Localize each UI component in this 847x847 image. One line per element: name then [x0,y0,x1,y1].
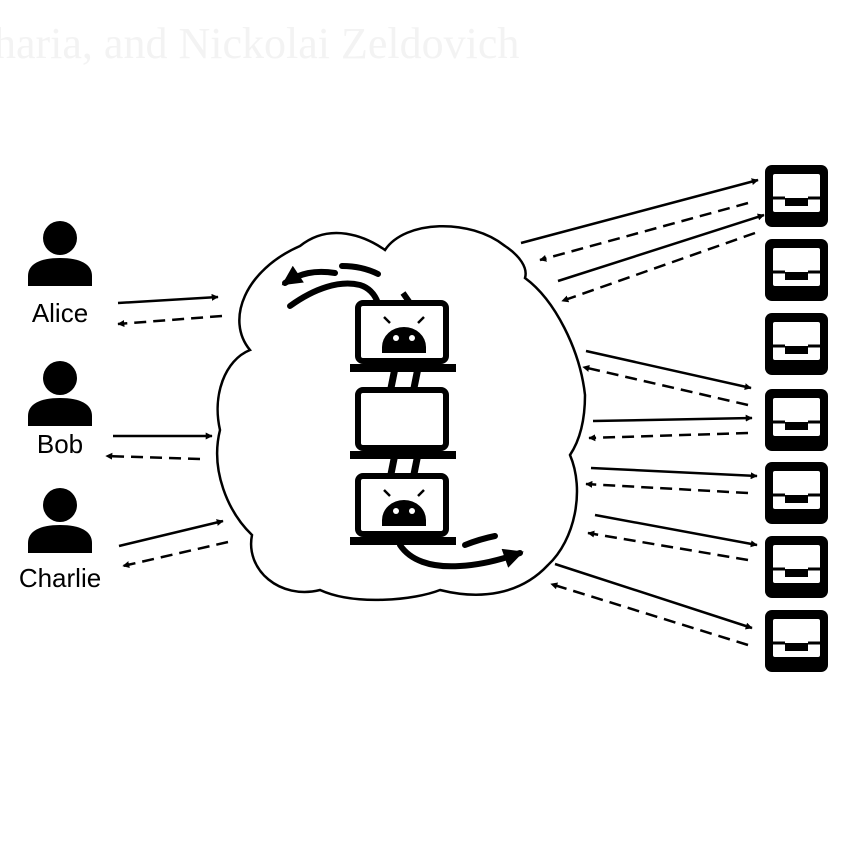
server-5 [765,462,828,524]
user-name-label: Charlie [19,563,101,593]
server-4b-request-arrow [592,414,753,423]
server-6-response-arrow [587,530,749,562]
server-7-response-arrow [550,582,749,647]
cloud-device-3 [350,473,456,545]
alice-response-arrow [117,314,223,328]
server-icon [765,313,828,375]
server-icon [765,239,828,301]
server-6-request-arrow [594,513,758,548]
server-icon [765,165,828,227]
server-1 [765,165,828,227]
user-name-label: Alice [32,298,88,328]
person-icon [28,221,92,286]
server-4b-response-arrow [588,431,749,442]
server-7 [765,610,828,672]
server-icon [765,462,828,524]
server-3 [765,313,828,375]
user-bob: Bob [28,361,92,459]
charlie-request-arrow [118,519,224,548]
user-alice: Alice [28,221,92,328]
server-icon [765,536,828,598]
server-icon [765,610,828,672]
header-fragment: haria, and Nickolai Zeldovich [0,19,520,68]
server-2-request-arrow [557,213,765,283]
person-icon [28,361,92,426]
server-6 [765,536,828,598]
flow-arrow-bottom [397,542,524,570]
flow-arrow-top [287,280,381,309]
person-icon [28,488,92,553]
server-1-response-arrow [539,201,749,262]
cloud-device-1 [350,300,456,372]
android-laptop-icon [350,300,456,372]
user-charlie: Charlie [19,488,101,593]
android-laptop-icon [350,473,456,545]
cloud-flow-arrows [281,263,524,570]
flow-dash-bottom [462,533,498,548]
flow-dash-top [339,263,381,277]
bob-response-arrow [105,452,201,461]
flow-arrow-top-head [281,265,338,286]
server-4 [765,389,828,451]
user-arrows [105,293,229,569]
user-name-label: Bob [37,429,83,459]
charlie-response-arrow [122,540,229,569]
server-arrows [520,178,765,647]
server-icon [765,389,828,451]
cloud-device-2 [350,387,456,459]
server-4-response-arrow [582,365,749,407]
server-5-response-arrow [585,480,749,495]
alice-request-arrow [117,293,219,305]
server-2 [765,239,828,301]
server-5-request-arrow [590,466,758,480]
server-7-request-arrow [554,562,753,630]
cloud-shape [215,224,587,602]
server-1-request-arrow [520,178,759,245]
server-4-request-arrow [585,349,752,391]
laptop-icon [350,387,456,459]
server-2-response-arrow [561,231,756,303]
